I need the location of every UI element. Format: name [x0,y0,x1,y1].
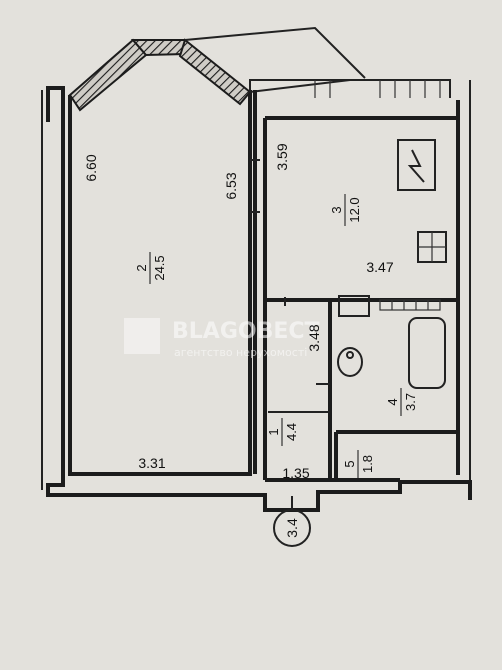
outer-walls [41,80,472,512]
level-mark-text: 3.4 [284,518,300,538]
dim-room2-bottom: 3.31 [138,455,165,471]
room-5-area: 1.8 [360,455,375,473]
dim-room3-left: 3.59 [274,143,290,170]
dimension-labels: 6.60 6.53 3.31 3.59 3.47 3.48 1.35 [83,143,394,481]
room-1-label: 1 4.4 [266,418,299,446]
room-1-area: 4.4 [284,423,299,441]
watermark-logo-icon [124,318,160,354]
dim-corridor-height: 3.48 [306,324,322,351]
bathtub [408,317,446,389]
room-3-number: 3 [329,206,344,213]
watermark: BLAGOВЕСТ агентство нерухомості [124,318,320,359]
room-labels: 2 24.5 3 12.0 1 4.4 4 3.7 5 1.8 [134,194,418,478]
toilet-bowl [337,347,363,377]
watermark-brand: BLAGOВЕСТ [172,319,320,344]
room-4-number: 4 [385,398,400,405]
watermark-tagline: агентство нерухомості [174,346,307,359]
dim-room3-bottom: 3.47 [366,259,393,275]
kitchen-fixtures [397,139,447,263]
room-3-area: 12.0 [347,197,362,222]
interior-walls [250,90,458,482]
room-2-area: 24.5 [152,255,167,280]
room-5-label: 5 1.8 [342,450,375,478]
dim-corridor-bottom: 1.35 [282,465,309,481]
room-5-number: 5 [342,460,357,467]
dim-room2-right: 6.53 [223,172,239,199]
room-4-label: 4 3.7 [385,388,418,416]
bay-window [68,26,366,112]
balcony [249,79,451,98]
level-marker: 3.4 [273,496,311,547]
room-2-number: 2 [134,264,149,271]
bathroom-fixtures [337,295,446,389]
stove [397,139,436,191]
room-4-area: 3.7 [403,393,418,411]
room-1-number: 1 [266,428,281,435]
sink [338,295,370,317]
room-2-label: 2 24.5 [134,252,167,284]
room-3-label: 3 12.0 [329,194,362,226]
dim-room2-left: 6.60 [83,154,99,181]
